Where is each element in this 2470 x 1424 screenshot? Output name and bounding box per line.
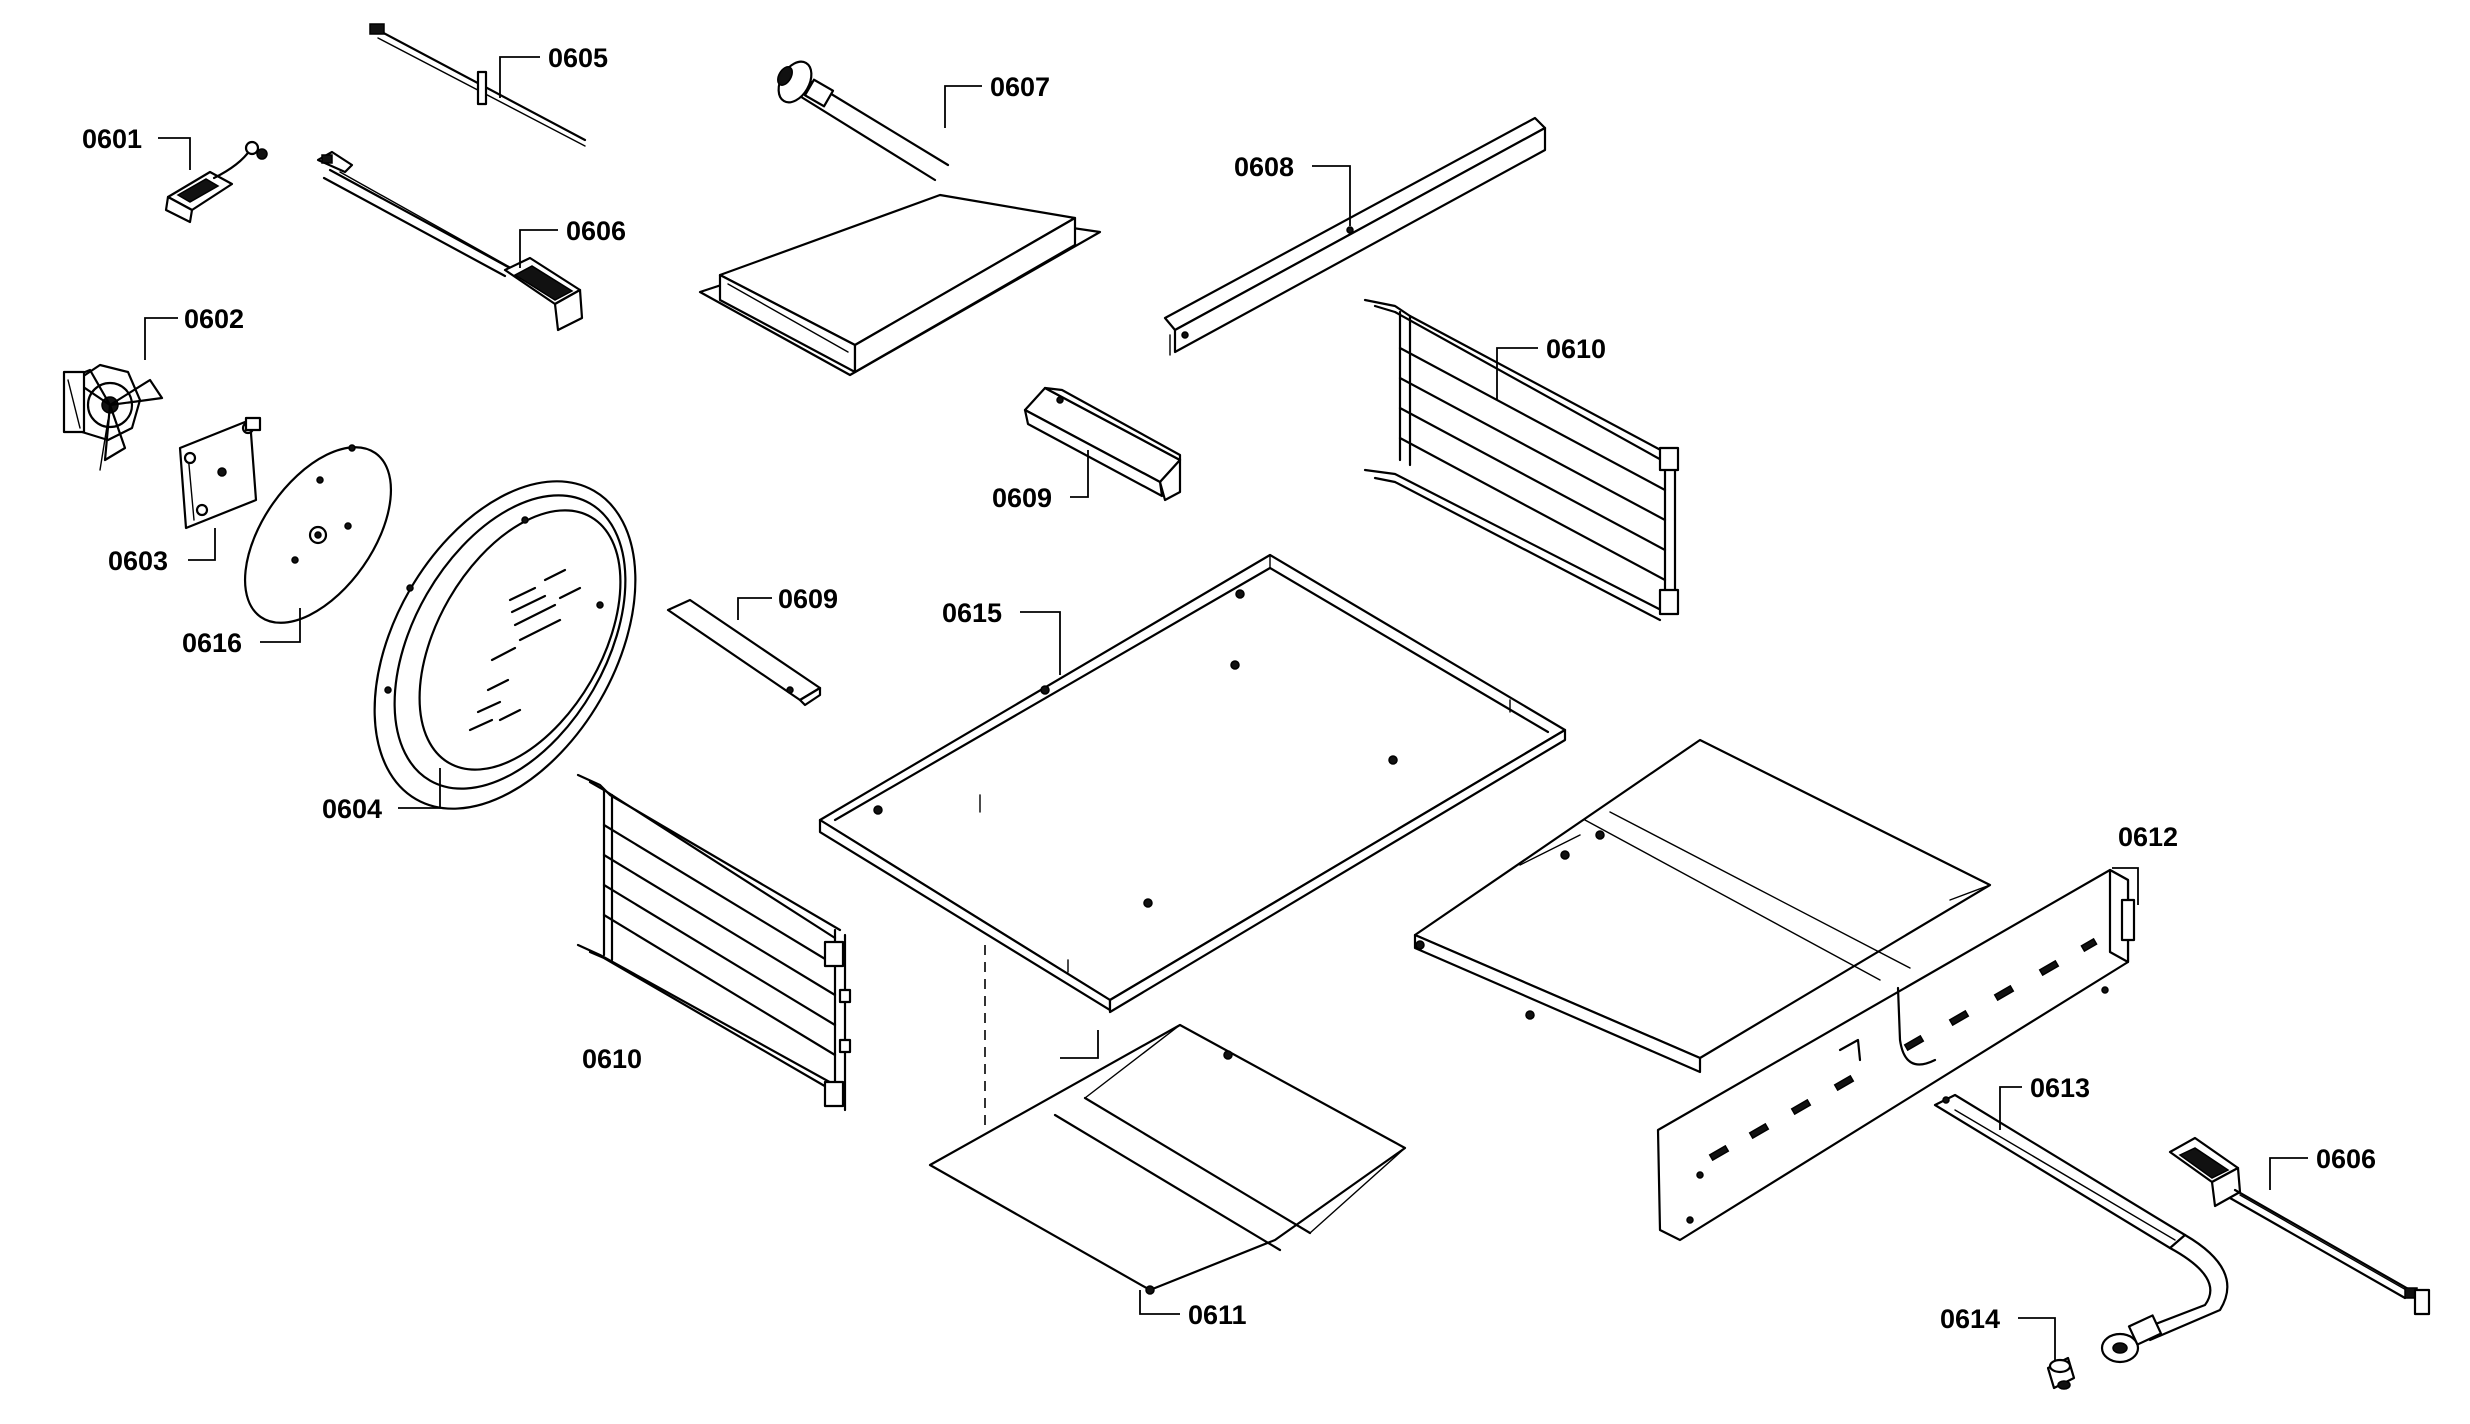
- part-0606-wiring-harness-top[interactable]: [316, 150, 584, 332]
- callout-0609-upper: 0609: [992, 483, 1052, 513]
- part-0613-burner-tube[interactable]: [1933, 1093, 2229, 1364]
- callout-0610-right: 0610: [1546, 334, 1606, 364]
- part-divider-plate[interactable]: [1413, 738, 1992, 1074]
- part-0604-fan-cover[interactable]: [321, 436, 690, 854]
- part-0609-bracket-lower[interactable]: [666, 598, 822, 707]
- part-0607-burner-box[interactable]: [698, 56, 1102, 377]
- callout-0611: 0611: [1188, 1300, 1247, 1330]
- part-0605-sensor-probe[interactable]: [369, 23, 587, 147]
- callout-0609-lower: 0609: [778, 584, 838, 614]
- part-0606-wiring-harness-bottom[interactable]: [2168, 1136, 2431, 1316]
- part-0602-fan-motor[interactable]: [62, 363, 164, 471]
- callout-0605: 0605: [548, 43, 608, 73]
- part-0615-bottom-tray[interactable]: [818, 553, 1567, 1014]
- callout-0616: 0616: [182, 628, 242, 658]
- callout-0613: 0613: [2030, 1073, 2090, 1103]
- callout-0602: 0602: [184, 304, 244, 334]
- part-0614-orifice[interactable]: [2046, 1356, 2076, 1390]
- part-0616-gasket-disc[interactable]: [216, 422, 421, 649]
- callout-0608: 0608: [1234, 152, 1294, 182]
- callout-0603: 0603: [108, 546, 168, 576]
- callout-0607: 0607: [990, 72, 1050, 102]
- callout-0601: 0601: [82, 124, 142, 154]
- callout-0606-bottom: 0606: [2316, 1144, 2376, 1174]
- part-0611-bottom-cover[interactable]: [928, 1023, 1407, 1295]
- part-0610-oven-rack-left[interactable]: [576, 773, 852, 1112]
- part-0610-oven-rack-right[interactable]: [1363, 298, 1680, 622]
- part-0601-lamp-module[interactable]: [164, 140, 268, 224]
- part-0612-front-panel[interactable]: [1656, 868, 2136, 1242]
- callout-0610-left: 0610: [582, 1044, 642, 1074]
- callout-0615: 0615: [942, 598, 1002, 628]
- part-0608-side-rail[interactable]: [1163, 116, 1547, 356]
- callout-0612: 0612: [2118, 822, 2178, 852]
- callout-0614: 0614: [1940, 1304, 2000, 1334]
- callout-0604: 0604: [322, 794, 382, 824]
- part-0609-bracket-upper[interactable]: [1023, 386, 1182, 502]
- callout-0606-top: 0606: [566, 216, 626, 246]
- leader-lines: [144, 56, 2308, 1360]
- callout-labels: 0601 0605 0606 0602 0603 0616 0604 0607 …: [82, 43, 2376, 1334]
- part-0603-bracket-plate[interactable]: [178, 416, 262, 530]
